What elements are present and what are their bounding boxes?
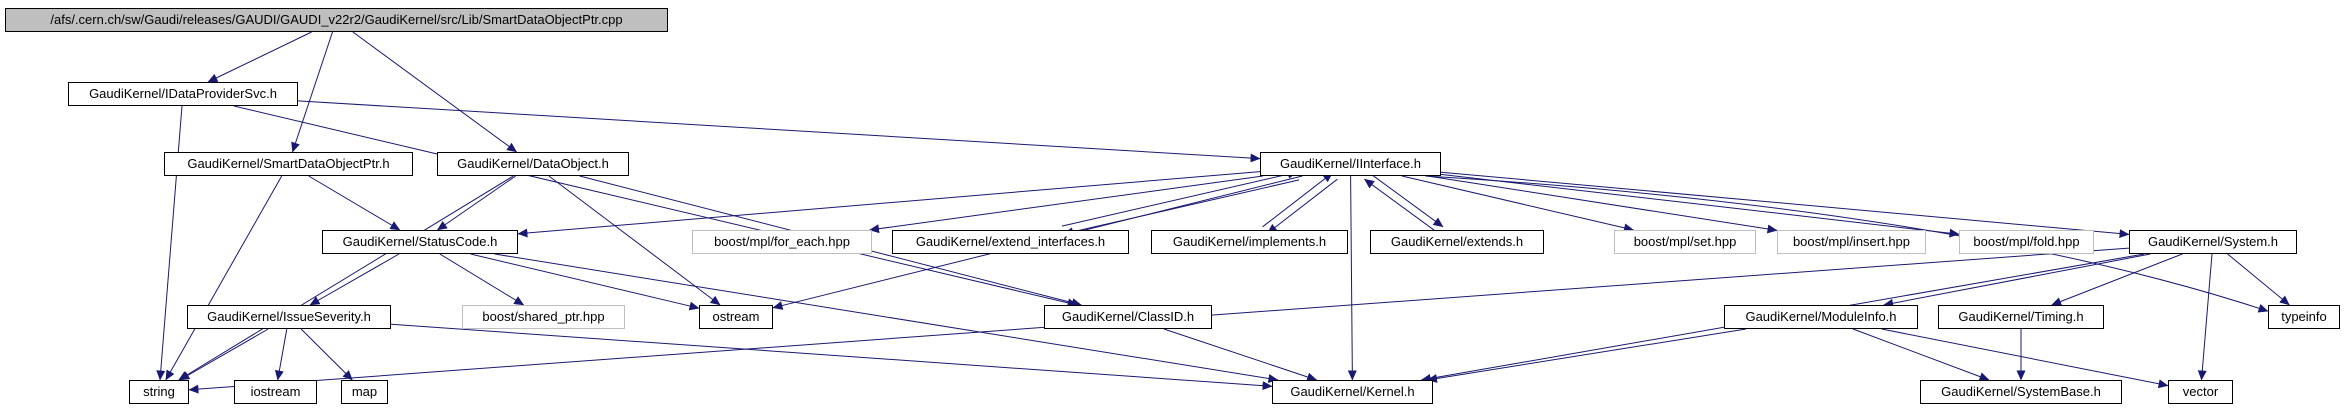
edge-issueseverity-kernel <box>390 323 1273 391</box>
node-iostream: iostream <box>234 380 317 404</box>
node-timing[interactable]: GaudiKernel/Timing.h <box>1938 305 2104 329</box>
node-foreach: boost/mpl/for_each.hpp <box>692 230 872 254</box>
edge-iinterface-statuscode <box>517 171 1261 238</box>
edge-iinterface-foreach <box>869 175 1264 234</box>
edge-root-dataobject <box>352 31 518 153</box>
edge-idataprovidersvc-classid <box>233 105 1078 308</box>
edge-moduleinfo-systembase <box>1852 328 1990 381</box>
edge-statuscode-kernel <box>494 253 1279 383</box>
edge-idataprovidersvc-string <box>156 105 183 381</box>
node-typeinfo: typeinfo <box>2268 305 2340 329</box>
node-implements[interactable]: GaudiKernel/implements.h <box>1151 230 1348 254</box>
edge-statuscode-ostream <box>470 253 700 311</box>
node-extends[interactable]: GaudiKernel/extends.h <box>1370 230 1544 254</box>
node-idataprovidersvc[interactable]: GaudiKernel/IDataProviderSvc.h <box>68 82 298 106</box>
edge-system-vector <box>2197 253 2213 381</box>
node-vector: vector <box>2168 380 2233 404</box>
edge-system-moduleinfo <box>1883 253 2151 308</box>
node-moduleinfo[interactable]: GaudiKernel/ModuleInfo.h <box>1724 305 1918 329</box>
edge-statuscode-sharedptr <box>439 253 525 306</box>
edge-dataobject-string <box>178 175 514 381</box>
edge-group <box>156 31 2290 394</box>
node-iinterface[interactable]: GaudiKernel/IInterface.h <box>1260 152 1441 176</box>
node-sharedptr: boost/shared_ptr.hpp <box>462 305 625 329</box>
edge-issueseverity-string <box>179 328 269 381</box>
edge-iinterface-kernel <box>1347 175 1357 381</box>
edge-extendinterfaces-iinterface <box>1061 169 1298 227</box>
edge-iinterface-mplfold <box>1440 173 1960 238</box>
edge-issueseverity-map <box>300 328 353 381</box>
edge-iinterface-extends <box>1368 172 1444 228</box>
edge-smartdataobjectptr-statuscode <box>308 175 401 231</box>
node-dataobject[interactable]: GaudiKernel/DataObject.h <box>437 152 629 176</box>
edge-iinterface-extendinterfaces <box>1063 179 1300 237</box>
edge-dataobject-statuscode <box>436 175 516 231</box>
edge-classid-kernel <box>1163 328 1318 382</box>
edge-root-idataprovidersvc <box>207 31 312 83</box>
edge-dataobject-ostream <box>548 175 721 306</box>
node-mplinsert: boost/mpl/insert.hpp <box>1777 230 1926 254</box>
node-mplfold: boost/mpl/fold.hpp <box>1959 230 2094 254</box>
edge-issueseverity-iostream <box>274 328 288 381</box>
node-classid[interactable]: GaudiKernel/ClassID.h <box>1044 305 1212 329</box>
edge-moduleinfo-kernel <box>1427 328 1747 383</box>
edge-moduleinfo-vector <box>1881 328 2169 389</box>
node-map: map <box>341 380 388 404</box>
edge-root-smartdataobjectptr <box>291 31 333 153</box>
edge-extends-iinterface <box>1364 178 1439 234</box>
node-smartdataobjectptr[interactable]: GaudiKernel/SmartDataObjectPtr.h <box>164 152 413 176</box>
edge-iinterface-mplset <box>1401 175 1634 233</box>
node-ostream: ostream <box>699 305 773 329</box>
node-kernel[interactable]: GaudiKernel/Kernel.h <box>1272 380 1433 404</box>
edge-smartdataobjectptr-string <box>165 175 283 381</box>
edge-idataprovidersvc-iinterface <box>297 100 1261 163</box>
edge-iinterface-mplinsert <box>1427 175 1778 234</box>
edge-system-timing <box>2051 253 2183 306</box>
edge-iinterface-typeinfo <box>1425 175 2269 313</box>
node-string: string <box>129 380 189 404</box>
edge-implements-iinterface <box>1262 172 1333 228</box>
node-mplset: boost/mpl/set.hpp <box>1614 230 1756 254</box>
node-systembase[interactable]: GaudiKernel/SystemBase.h <box>1920 380 2122 404</box>
edge-statuscode-issueseverity <box>309 253 400 306</box>
node-statuscode[interactable]: GaudiKernel/StatusCode.h <box>322 230 518 254</box>
node-extendinterfaces[interactable]: GaudiKernel/extend_interfaces.h <box>892 230 1129 254</box>
node-issueseverity[interactable]: GaudiKernel/IssueSeverity.h <box>187 305 391 329</box>
edge-system-typeinfo <box>2227 253 2290 306</box>
node-root: /afs/.cern.ch/sw/Gaudi/releases/GAUDI/GA… <box>5 8 668 32</box>
edge-iinterface-system <box>1440 171 2130 239</box>
node-system[interactable]: GaudiKernel/System.h <box>2129 230 2297 254</box>
edge-iinterface-implements <box>1267 178 1338 234</box>
